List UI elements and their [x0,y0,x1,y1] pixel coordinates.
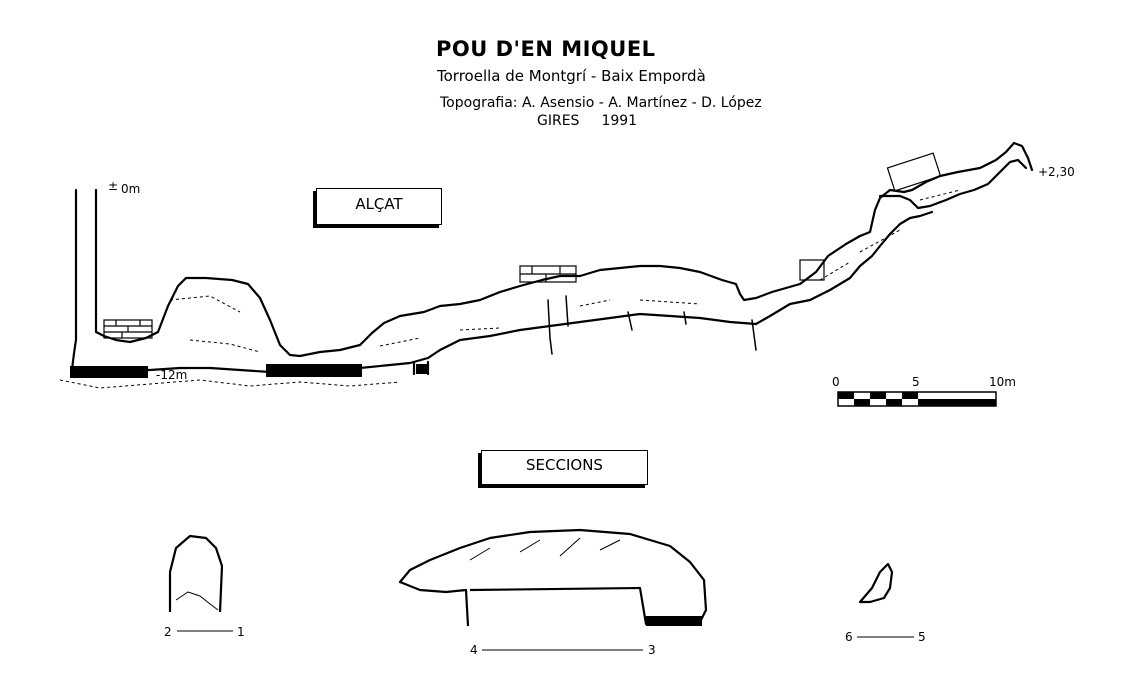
section-b-right: 3 [648,643,656,657]
section-3-4-details [469,537,621,561]
plus-minus-mark: ± [108,179,118,193]
sections-label-box: SECCIONS [481,450,648,485]
survey-credits: Topografia: A. Asensio - A. Martínez - D… [440,95,762,111]
stalactites [547,295,757,355]
pool-2 [266,364,362,377]
section-b-left: 4 [470,643,478,657]
section-a-right: 1 [237,625,245,639]
section-c-right: 5 [918,630,926,644]
block-walls [103,152,942,339]
section-labels: 2 1 4 3 6 5 [164,625,926,657]
scale-label-10: 10m [989,375,1016,389]
rock-details [59,189,961,389]
water-pools [70,364,428,378]
cross-sections [168,528,894,627]
scale-label-0: 0 [832,375,840,389]
elevation-label-box: ALÇAT [316,188,442,225]
cave-ceiling [156,141,1034,358]
section-1-2-outline [168,534,224,613]
depth-top-label: 0m [121,182,140,196]
sections-label: SECCIONS [526,456,603,474]
elevation-label: ALÇAT [355,195,403,213]
section-a-left: 2 [164,625,172,639]
cave-floor [70,210,934,374]
scale-bar: 0 5 10m [832,375,1016,407]
cave-elevation [70,141,1034,376]
section-3-4-pool [646,616,702,626]
elevation-labels: 0m ± -12m +2,30 [108,165,1075,382]
section-5-6-outline [858,562,894,604]
section-lines [177,630,914,651]
survey-location: Torroella de Montgrí - Baix Empordà [437,67,706,85]
section-3-4-outline [398,528,708,627]
survey-group-line: GIRES 1991 [537,113,637,129]
survey-year: 1991 [601,113,638,129]
scale-label-5: 5 [912,375,920,389]
section-1-2-fill [175,591,219,611]
upper-passage-floor [878,158,1028,210]
shaft-left-wall [70,188,78,372]
pool-1 [70,366,148,378]
survey-title: POU D'EN MIQUEL [436,37,656,61]
end-height-label: +2,30 [1038,165,1075,179]
section-c-left: 6 [845,630,853,644]
shaft-right-wall [94,188,160,344]
depth-bottom-label: -12m [156,368,187,382]
survey-group: GIRES [537,113,580,129]
pool-3 [416,364,428,374]
